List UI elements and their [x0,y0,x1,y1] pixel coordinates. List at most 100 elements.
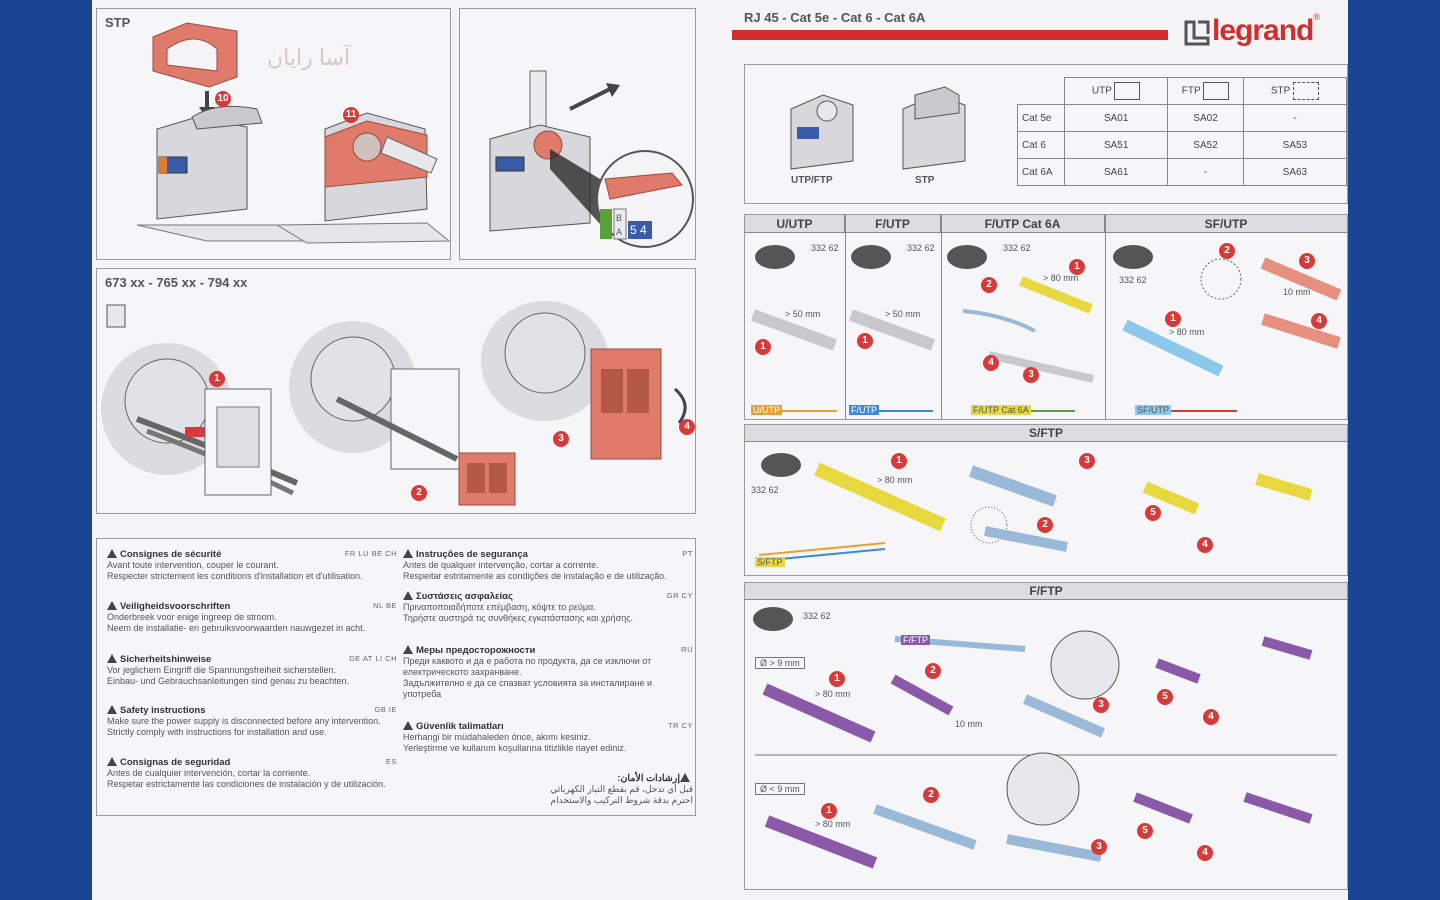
step-badge: 1 [829,671,845,687]
safety-line: Make sure the power supply is disconnect… [107,716,381,726]
table-cell: - [1242,104,1348,132]
safety-de: Sicherheitshinweise DE AT LI CH Vor jegl… [107,654,397,687]
brand-wordmark: legrand [1212,14,1314,47]
watermark: آسا رایان [267,45,351,70]
table-row: Cat 6A SA61 - SA63 [1016,158,1348,186]
detail-number-4: 4 [640,223,647,237]
safety-line: Τηρήστε αυστηρά τις συνθήκες εγκατάσταση… [403,613,634,623]
section-s-ftp: S/FTP [745,425,1347,442]
table-cell: SA53 [1242,131,1348,159]
safety-title: Sicherheitshinweise [120,654,212,665]
safety-title: Συστάσεις ασφαλείας [416,591,513,602]
step-badge: 1 [891,453,907,469]
dimension-label: > 80 mm [815,689,851,699]
safety-ru: Меры предосторожности RU Преди каквото и… [403,645,693,700]
safety-line: قبل أي تدخل، قم بقطع التيار الكهربائي [550,784,693,794]
table-cell: SA61 [1064,158,1169,186]
warning-icon [107,654,117,663]
cable-tag-sf-utp: SF/UTP [1135,405,1172,415]
step-badge: 2 [925,663,941,679]
dimension-label: > 50 mm [885,309,921,319]
table-cell: SA63 [1242,158,1348,186]
col-stp: STP [1270,85,1291,97]
dimension-label: > 80 mm [815,819,851,829]
dimension-label: 10 mm [1283,287,1311,297]
table-cell: SA02 [1167,104,1244,132]
table-row: Cat 6 SA51 SA52 SA53 [1016,131,1348,159]
legrand-mark-icon [1184,20,1210,46]
country-tags: PT [682,549,693,558]
safety-es: Consignas de seguridad ES Antes de cualq… [107,757,397,790]
install-step-2: 2 [411,485,427,501]
diameter-lt-9: Ø < 9 mm [755,783,805,795]
safety-line: Yerleştirme ve kullanım koşullarına titi… [403,743,627,753]
header-accent-bar [732,30,1168,40]
dimension-label: 10 mm [955,719,983,729]
tool-ref: 332 62 [1003,243,1031,253]
utp-illustrations [750,245,1342,412]
safety-tr: Güvenlik talimatları TR CY Herhangi bir … [403,721,693,754]
step-badge: 3 [1299,253,1315,269]
install-step-4: 4 [679,419,695,435]
step-badge: 1 [1165,311,1181,327]
step-badge: 2 [1219,243,1235,259]
country-tags: FR LU BE CH [344,549,397,558]
safety-line: Задължително е да се спазват условията з… [403,678,653,688]
safety-title: Safety instructions [120,705,206,716]
column-divider [1105,215,1106,419]
install-step-3: 3 [553,431,569,447]
cable-tag-f-utp: F/UTP [849,405,879,415]
registered-mark: ® [1313,12,1320,22]
country-tags: TR CY [668,721,693,730]
f-ftp-illustration [753,607,1337,869]
safety-line: Respeitar estritamente as condições de i… [403,571,667,581]
safety-title: Güvenlik talimatları [416,721,504,732]
step-badge: 4 [1197,537,1213,553]
safety-panel: Consignes de sécurité FR LU BE CH Avant … [96,538,696,816]
col-ftp: FTP [1181,85,1201,97]
safety-line: Onderbreek voor enige ingreep de stroom. [107,612,277,622]
safety-line: Преди каквото и да е работа по продукта,… [403,656,652,666]
country-tags: DE AT LI CH [349,654,397,663]
diameter-gt-9: Ø > 9 mm [755,657,805,669]
safety-gr: Συστάσεις ασφαλείας GR CY Πριναποποιαδήπ… [403,591,693,624]
tool-ref: 332 62 [907,243,935,253]
safety-line: Antes de qualquer intervenção, cortar a … [403,560,599,570]
s-ftp-illustration [758,453,1313,562]
stp-label: STP [105,15,131,30]
step-badge: 1 [857,333,873,349]
warning-icon [680,773,690,782]
safety-line: Avant toute intervention, couper le cour… [107,560,279,570]
installation-illustration [101,301,687,506]
safety-gb: Safety instructions GB IE Make sure the … [107,705,397,738]
step-badge: 3 [1093,697,1109,713]
stp-detail-panel: B A 5 4 [459,8,696,260]
step-badge: 5 [1157,689,1173,705]
safety-line: Πριναποποιαδήποτε επέμβαση, κόψτε το ρεύ… [403,602,596,612]
tool-ref: 332 62 [811,243,839,253]
row-header: Cat 6 [1016,131,1066,159]
safety-title: Consignes de sécurité [120,549,222,560]
column-divider [941,215,942,419]
table-row: Cat 5e SA01 SA02 - [1016,104,1348,132]
detail-letter-b: B [616,213,623,223]
safety-line: Vor jeglichem Eingriff die Spannungsfrei… [107,665,336,675]
safety-line: Herhangi bir müdahaleden önce, akımı kes… [403,732,591,742]
row-header: Cat 5e [1016,104,1066,132]
country-tags: NL BE [373,601,397,610]
warning-icon [403,591,413,600]
step-badge: 2 [981,277,997,293]
safety-line: Respetar estrictamente las condiciones d… [107,779,386,789]
step-badge: 4 [983,355,999,371]
step-badge: 1 [1069,259,1085,275]
safety-line: електрическото захранване. [403,667,522,677]
dimension-label: > 50 mm [785,309,821,319]
table-cell: SA01 [1064,104,1169,132]
warning-icon [107,705,117,714]
section-f-ftp: F/FTP [745,583,1347,600]
safety-title: Instruções de segurança [416,549,528,560]
stp-detail-illustration [489,70,694,248]
install-step-1: 1 [209,371,225,387]
safety-line: Neem de installatie- en gebruiksvoorwaar… [107,623,366,633]
step-badge: 4 [1197,845,1213,861]
